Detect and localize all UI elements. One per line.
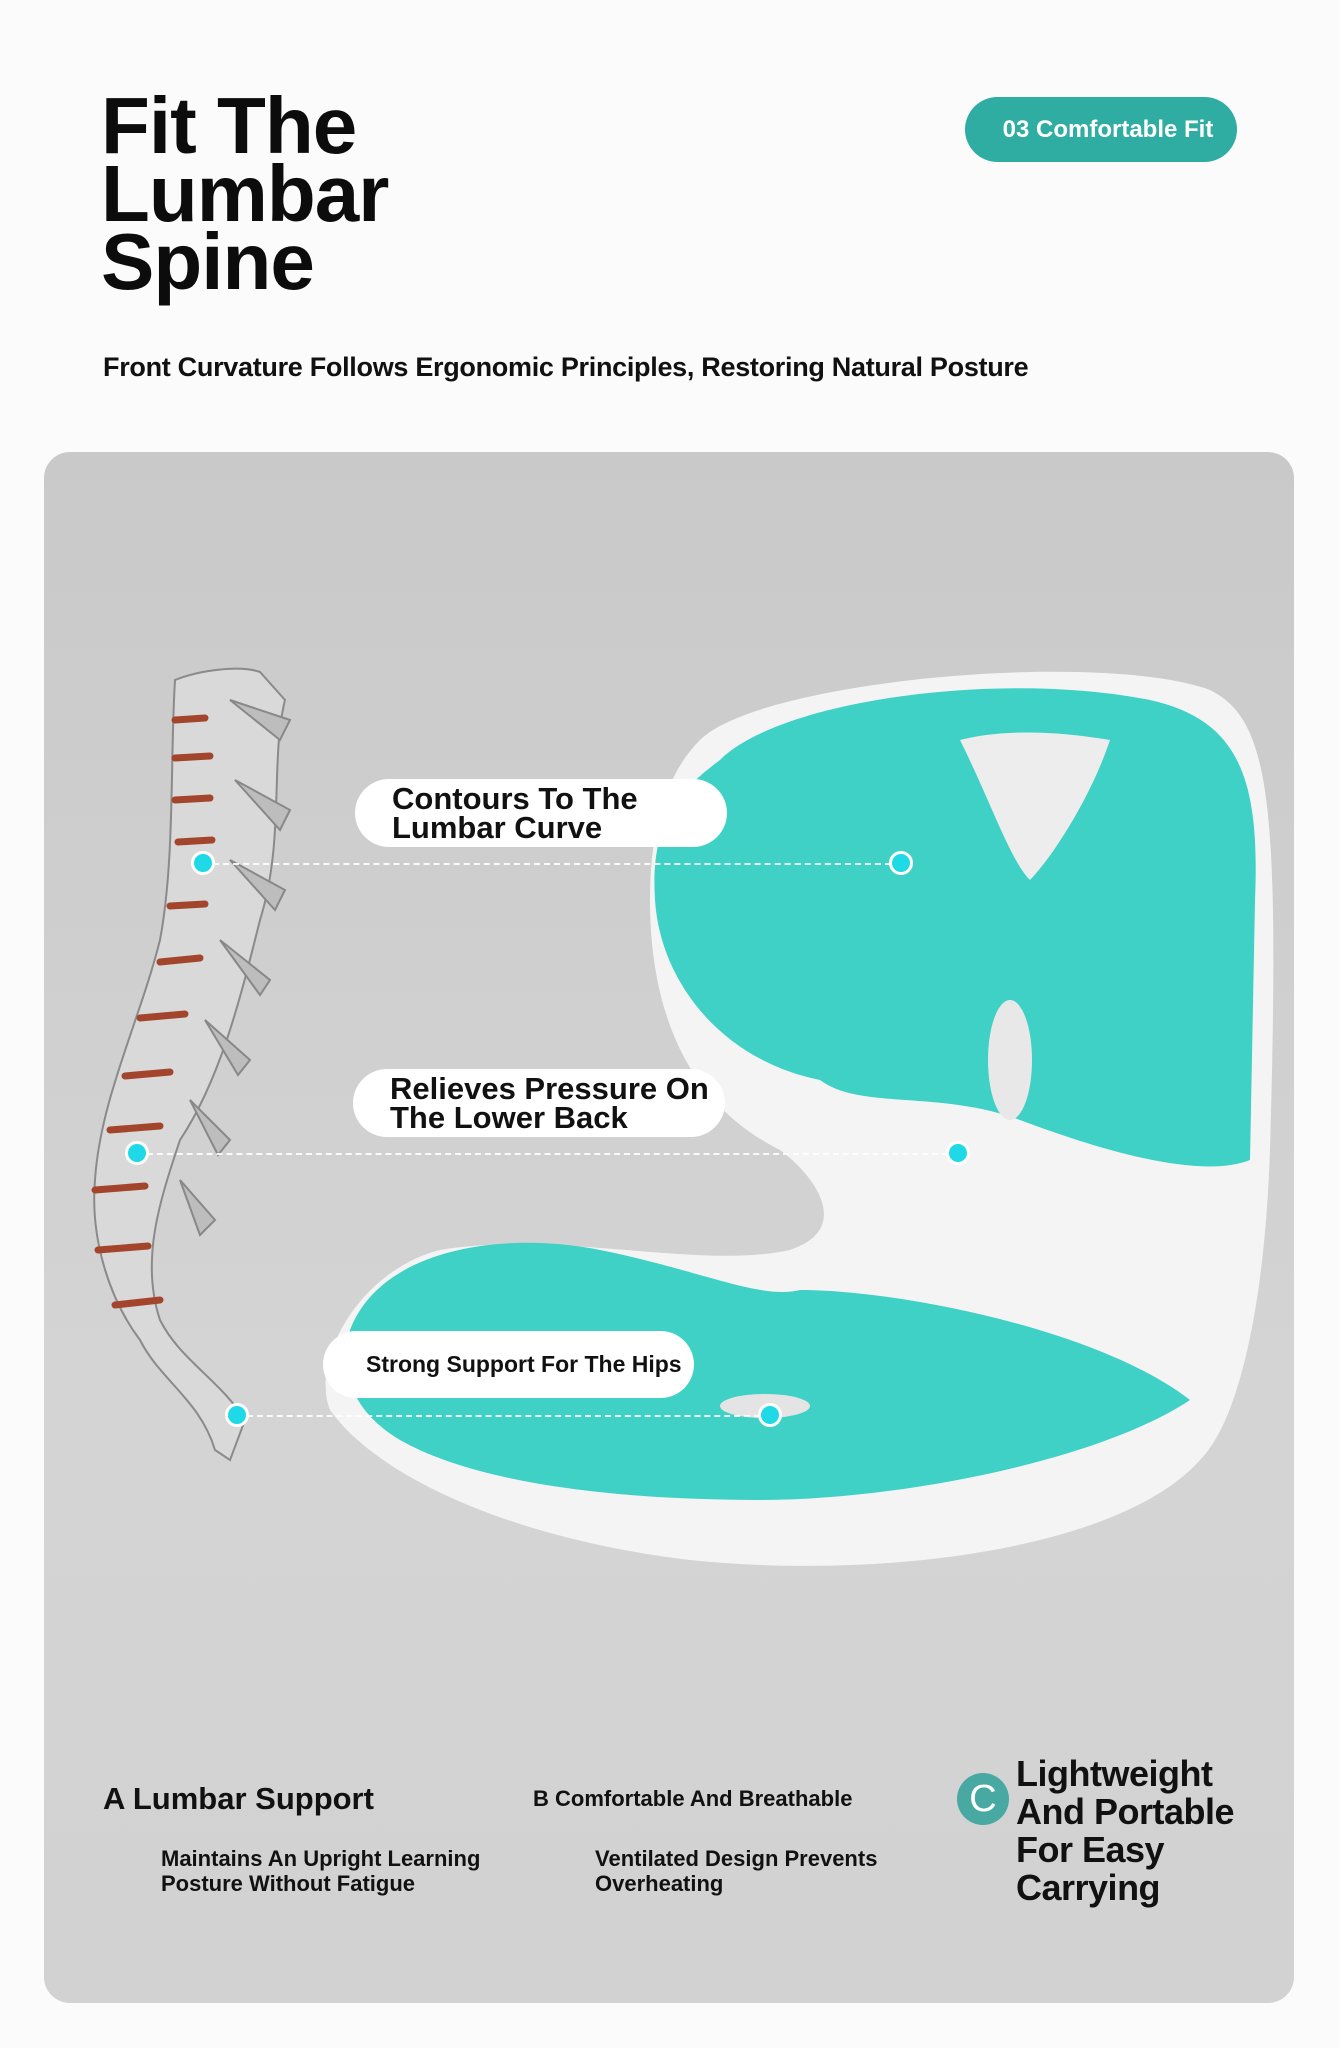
desc-line: Ventilated Design Prevents	[595, 1846, 878, 1871]
feature-a-title: A Lumbar Support	[103, 1781, 374, 1816]
title-line: And Portable	[1016, 1791, 1235, 1832]
hotspot-dot	[889, 851, 913, 875]
title-line: Carrying	[1016, 1867, 1161, 1908]
callout-text: The Lower Back	[390, 1100, 628, 1135]
title-line: Lightweight	[1016, 1753, 1213, 1794]
callout-text: Lumbar Curve	[392, 810, 603, 845]
desc-line: Maintains An Upright Learning	[161, 1846, 481, 1871]
hotspot-dot	[191, 851, 215, 875]
spine-illustration	[91, 667, 292, 1462]
callout-lumbar-curve: Contours To The Lumbar Curve	[355, 779, 727, 847]
section-badge: 03 Comfortable Fit	[965, 97, 1237, 162]
hotspot-dot	[946, 1141, 970, 1165]
hotspot-dot	[125, 1141, 149, 1165]
subtitle: Front Curvature Follows Ergonomic Princi…	[103, 352, 1029, 382]
feature-a-desc: Maintains An Upright Learning Posture Wi…	[161, 1846, 480, 1896]
desc-line: Posture Without Fatigue	[161, 1871, 416, 1896]
callout-text: Strong Support For The Hips	[366, 1351, 682, 1377]
callout-text: Contours To The	[392, 781, 638, 816]
desc-line: Overheating	[595, 1871, 724, 1896]
callout-text: Relieves Pressure On	[390, 1071, 709, 1106]
connector-line	[137, 1153, 958, 1155]
hotspot-dot	[225, 1403, 249, 1427]
callout-hips: Strong Support For The Hips	[323, 1331, 694, 1398]
feature-b-title: B Comfortable And Breathable	[533, 1786, 853, 1811]
hotspot-dot	[758, 1403, 782, 1427]
title-line: Fit The	[101, 81, 357, 170]
connector-line	[237, 1415, 770, 1417]
callout-lower-back: Relieves Pressure On The Lower Back	[353, 1069, 725, 1137]
page-title: Fit The Lumbar Spine	[101, 81, 389, 306]
title-line: For Easy	[1016, 1829, 1165, 1870]
title-line: Spine	[101, 217, 315, 306]
feature-b-desc: Ventilated Design Prevents Overheating	[595, 1846, 877, 1896]
feature-c-letter-icon: C	[957, 1773, 1009, 1825]
connector-line	[203, 863, 901, 865]
title-line: Lumbar	[101, 149, 389, 238]
feature-c-title: Lightweight And Portable For Easy Carryi…	[1016, 1753, 1235, 1908]
